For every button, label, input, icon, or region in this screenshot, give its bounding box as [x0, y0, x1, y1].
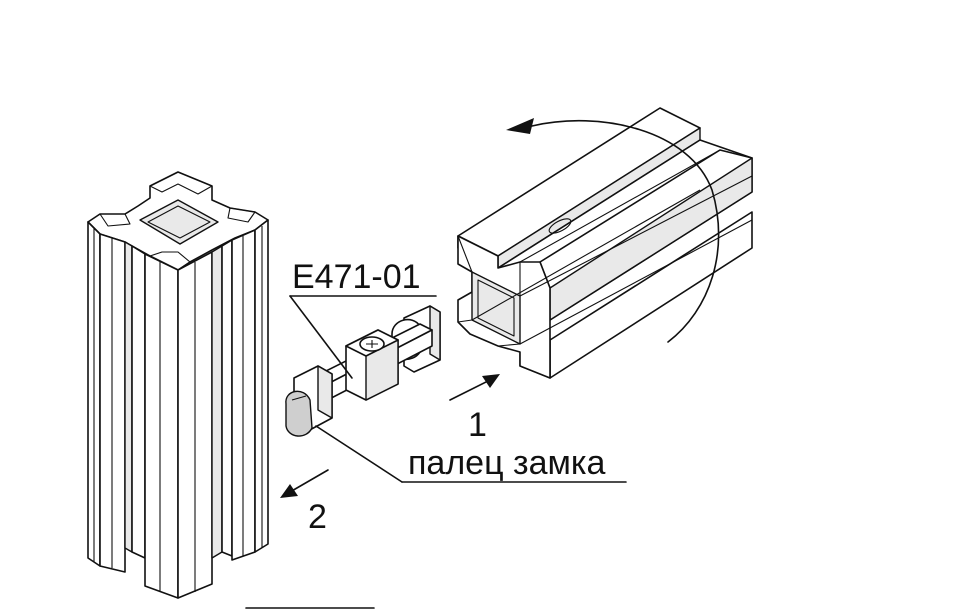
- lock-pin-label: палец замка: [408, 444, 605, 482]
- rotation-arrow: [506, 118, 720, 343]
- leader-part-number: [289, 295, 353, 379]
- leader-lock-pin: [315, 425, 403, 483]
- part-number-label: E471-01: [292, 258, 421, 296]
- leader-lines: [289, 295, 627, 483]
- connector-e471-01: [285, 305, 441, 437]
- vertical-profile: [87, 171, 269, 599]
- horizontal-profile: [457, 107, 753, 379]
- arrow-step-2: [280, 469, 329, 498]
- step-2-label: 2: [308, 498, 327, 536]
- step-1-label: 1: [468, 406, 487, 444]
- arrow-step-1: [449, 374, 500, 401]
